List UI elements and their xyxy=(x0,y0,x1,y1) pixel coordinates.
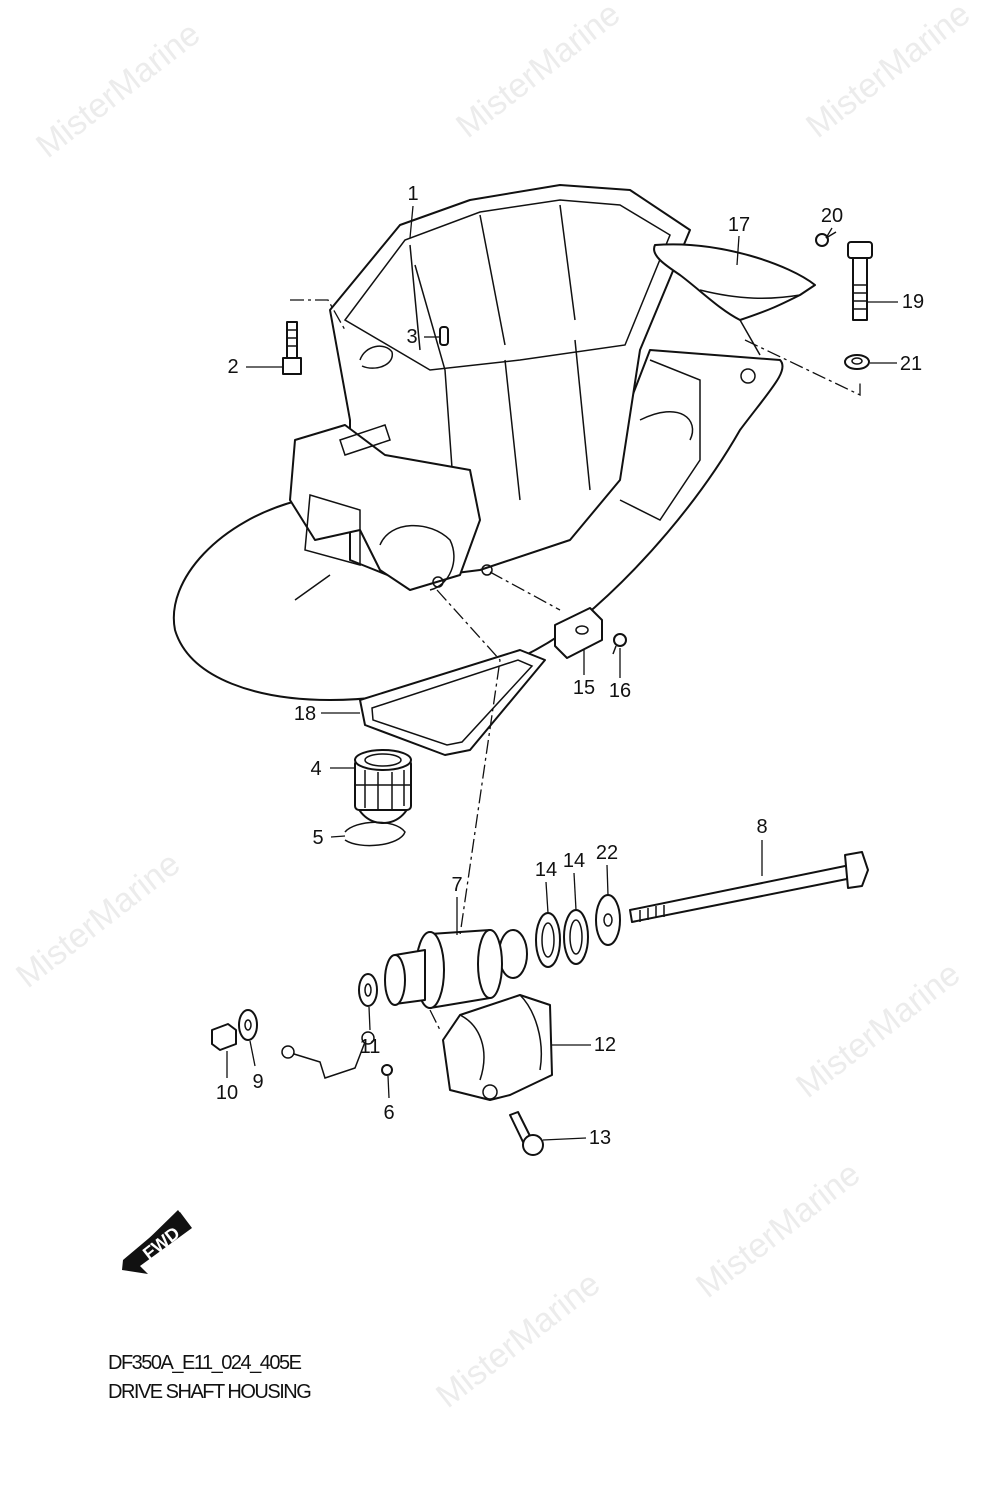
callout-13: 13 xyxy=(589,1127,611,1149)
callout-18: 18 xyxy=(294,703,316,725)
callout-14: 14 xyxy=(563,850,585,872)
callout-11: 11 xyxy=(360,1036,381,1058)
washer-14b xyxy=(563,909,589,965)
washer-11 xyxy=(358,973,378,1007)
callout-8: 8 xyxy=(756,816,767,838)
callout-12: 12 xyxy=(594,1034,616,1056)
clip-5 xyxy=(344,821,406,847)
callout-9: 9 xyxy=(252,1071,263,1093)
screw-20 xyxy=(815,231,837,247)
bracket-12 xyxy=(442,994,553,1101)
callout-3: 3 xyxy=(406,326,417,348)
diagram-title: DRIVE SHAFT HOUSING xyxy=(108,1381,312,1403)
washer-14a xyxy=(535,912,561,968)
seal-18 xyxy=(359,649,546,756)
callout-5: 5 xyxy=(312,827,323,849)
callout-17: 17 xyxy=(728,214,750,236)
mount-7 xyxy=(384,929,528,1009)
pin-3 xyxy=(439,326,449,346)
block-15 xyxy=(554,607,603,659)
fwd-arrow-icon: FWD xyxy=(122,1210,192,1274)
callout-15: 15 xyxy=(573,677,595,699)
callout-16: 16 xyxy=(609,680,631,702)
callout-20: 20 xyxy=(821,205,843,227)
bolt-19 xyxy=(847,241,873,321)
callout-6: 6 xyxy=(383,1102,394,1124)
callout-19: 19 xyxy=(902,291,924,313)
washer-22 xyxy=(595,894,621,946)
diagram-code: DF350A_E11_024_405E xyxy=(108,1352,302,1374)
callout-7: 7 xyxy=(451,874,462,896)
mount-4 xyxy=(354,749,412,824)
bolt-13 xyxy=(509,1111,544,1156)
washer-9 xyxy=(238,1009,258,1041)
ground-wire-6 xyxy=(281,1031,393,1079)
screw-16 xyxy=(612,633,627,655)
callout-1: 1 xyxy=(407,183,418,205)
callout-22: 22 xyxy=(596,842,618,864)
callout-4: 4 xyxy=(310,758,321,780)
cover-17 xyxy=(653,243,816,321)
callout-2: 2 xyxy=(227,356,238,378)
nut-10 xyxy=(211,1023,237,1051)
washer-21 xyxy=(844,354,870,370)
bolt-8 xyxy=(629,851,869,923)
callout-10: 10 xyxy=(216,1082,238,1104)
callout-14: 14 xyxy=(535,859,557,881)
callout-21: 21 xyxy=(900,353,922,375)
bolt-2 xyxy=(282,321,302,375)
